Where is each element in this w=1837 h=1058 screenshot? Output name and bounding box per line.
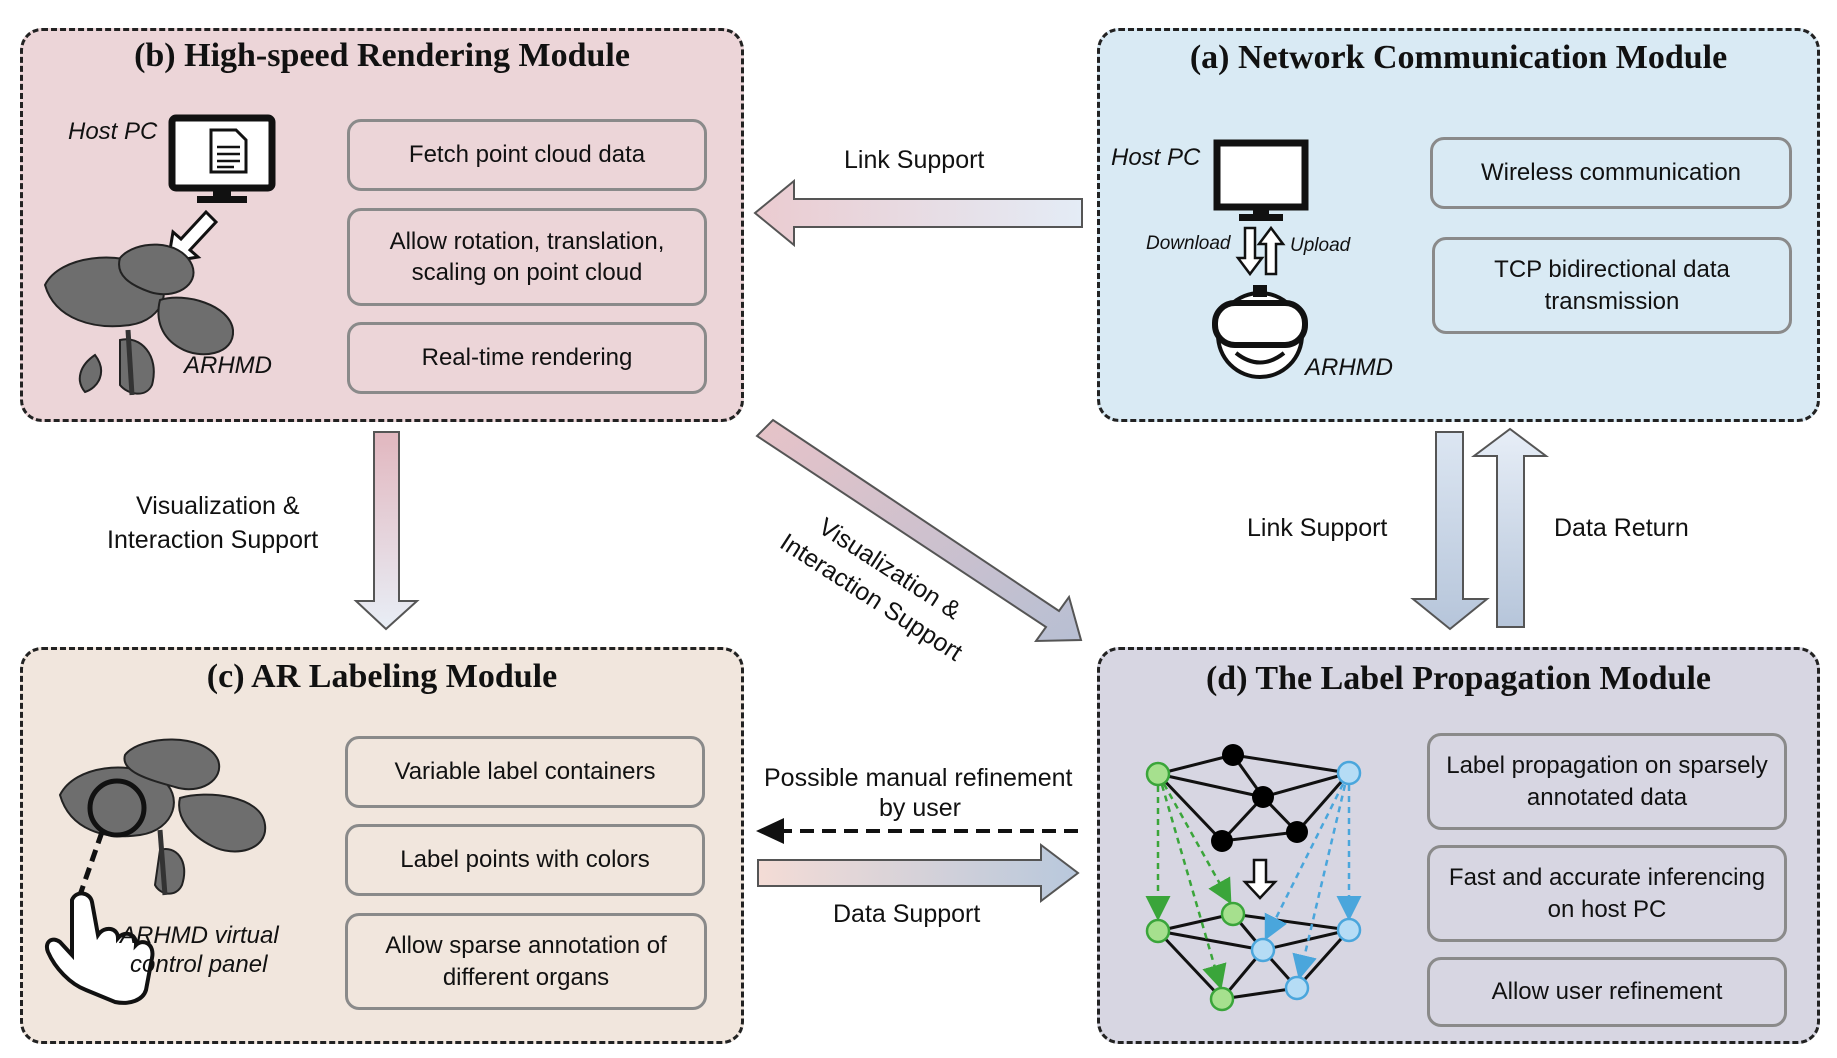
- feature-sparse-annotation: Allow sparse annotation of different org…: [345, 913, 707, 1010]
- label-refinement-1: Possible manual refinement: [764, 764, 1073, 792]
- upload-label: Upload: [1290, 235, 1351, 256]
- download-upload-arrows-icon: [1235, 225, 1286, 277]
- label-visualization-left-2: Interaction Support: [107, 526, 319, 554]
- diagonal-visualization-arrow: [755, 418, 1083, 643]
- selection-lens-icon: [87, 778, 147, 838]
- download-label: Download: [1146, 233, 1231, 254]
- feature-realtime-rendering: Real-time rendering: [347, 322, 707, 394]
- label-refinement-2: by user: [879, 794, 961, 822]
- plant-point-cloud-icon: [43, 243, 235, 396]
- module-a-title: (a) Network Communication Module: [1189, 39, 1728, 76]
- link-support-arrow: [753, 178, 1083, 248]
- host-pc-label-a: Host PC: [1111, 144, 1201, 171]
- feature-tcp-bidirectional: TCP bidirectional data transmission: [1432, 237, 1792, 334]
- host-pc-label-b: Host PC: [68, 118, 158, 145]
- pointing-hand-icon: [45, 891, 155, 1005]
- host-pc-monitor-icon-network: [1213, 139, 1309, 221]
- feature-variable-label-containers: Variable label containers: [345, 736, 705, 808]
- feature-allow-rotation: Allow rotation, translation, scaling on …: [347, 208, 707, 306]
- module-c-title: (c) AR Labeling Module: [206, 658, 558, 695]
- module-d-title: (d) The Label Propagation Module: [1205, 660, 1712, 697]
- refinement-arrowhead: [756, 818, 784, 844]
- document-icon: [209, 128, 248, 174]
- arhmd-label-b: ARHMD: [184, 352, 272, 379]
- lens-pointer-line: [77, 831, 105, 896]
- plant-point-cloud-labeling-icon: [58, 738, 267, 896]
- feature-label-points-colors: Label points with colors: [345, 824, 705, 896]
- feature-fast-inferencing: Fast and accurate inferencing on host PC: [1427, 845, 1787, 942]
- data-support-arrow: [757, 842, 1080, 904]
- feature-user-refinement: Allow user refinement: [1427, 957, 1787, 1027]
- virtual-panel-label-1: ARHMD virtual: [120, 922, 279, 949]
- virtual-panel-label-2: control panel: [130, 951, 268, 978]
- arhmd-label-a: ARHMD: [1305, 354, 1393, 381]
- visualization-down-arrow: [353, 431, 420, 631]
- label-visualization-left-1: Visualization &: [136, 492, 300, 520]
- label-data-return: Data Return: [1554, 514, 1689, 542]
- link-support-down-arrow: [1410, 431, 1490, 631]
- propagation-graph: [1145, 744, 1362, 1012]
- data-return-up-arrow: [1471, 427, 1549, 628]
- ar-headset-icon: [1212, 285, 1308, 379]
- label-link-support-top: Link Support: [844, 146, 985, 174]
- module-a-network: (a) Network Communication Module: [1097, 28, 1820, 422]
- label-link-support-right: Link Support: [1247, 514, 1388, 542]
- feature-fetch-point-cloud: Fetch point cloud data: [347, 119, 707, 191]
- feature-wireless-communication: Wireless communication: [1430, 137, 1792, 209]
- module-b-title: (b) High-speed Rendering Module: [134, 37, 630, 74]
- label-data-support: Data Support: [833, 900, 981, 928]
- feature-label-propagation: Label propagation on sparsely annotated …: [1427, 733, 1787, 830]
